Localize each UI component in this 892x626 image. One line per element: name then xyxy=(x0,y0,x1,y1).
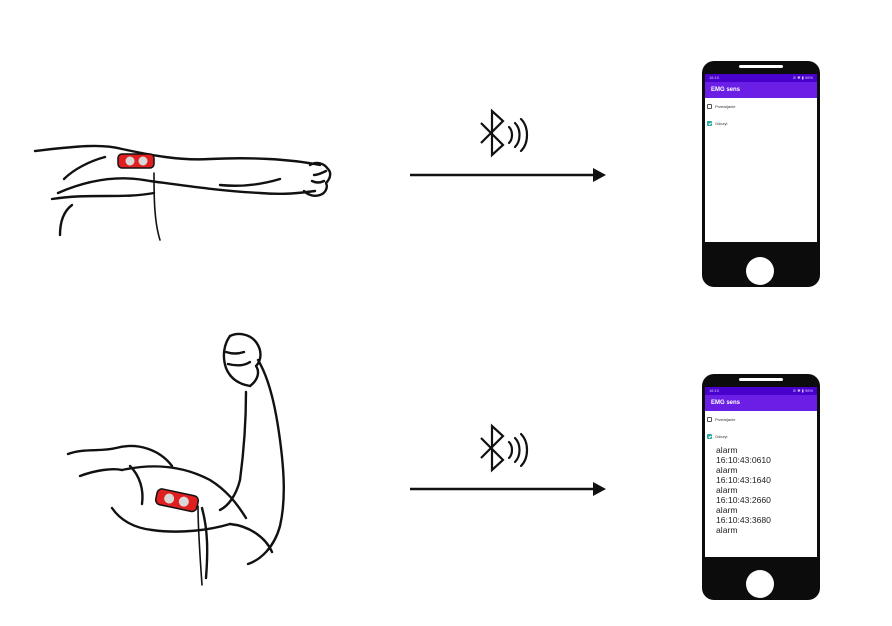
phone-screen: 16:10 ⊘ ✱ ▮ 96% EMG sens Przewijanie Odc… xyxy=(705,74,817,242)
status-bar: 16:10 ⊘ ✱ ▮ 96% xyxy=(705,387,817,395)
log-line: alarm xyxy=(716,445,738,455)
phone-speaker xyxy=(739,378,783,381)
status-icons: ⊘ ✱ ▮ 96% xyxy=(792,388,813,393)
log-line: alarm xyxy=(716,525,738,535)
checkbox-read[interactable] xyxy=(707,121,712,126)
status-time: 16:10 xyxy=(709,388,720,393)
transmission-bottom xyxy=(410,423,606,496)
phone-bottom: 16:10 ⊘ ✱ ▮ 96% EMG sens Przewijanie Odc… xyxy=(702,374,820,600)
checkbox-read[interactable] xyxy=(707,434,712,439)
checkbox-label: Przewijanie xyxy=(715,417,736,422)
checkbox-label: Odczyt xyxy=(715,434,728,439)
flexed-arm-illustration xyxy=(66,332,285,586)
phone-top: 16:10 ⊘ ✱ ▮ 96% EMG sens Przewijanie Odc… xyxy=(702,61,820,287)
log-line: 16:10:43:3680 xyxy=(716,515,771,525)
arrow-right xyxy=(410,168,606,182)
status-bar: 16:10 ⊘ ✱ ▮ 96% xyxy=(705,74,817,82)
bluetooth-icon xyxy=(480,108,505,158)
app-title: EMG sens xyxy=(705,82,817,98)
log-line: 16:10:43:2660 xyxy=(716,495,771,505)
log-line: alarm xyxy=(716,485,738,495)
status-icons: ⊘ ✱ ▮ 96% xyxy=(792,75,813,80)
phone-speaker xyxy=(739,65,783,68)
bluetooth-icon xyxy=(480,423,505,473)
arrow-right xyxy=(410,482,606,496)
alarm-log: alarm 16:10:43:0610 alarm 16:10:43:1640 … xyxy=(705,445,817,535)
checkbox-label: Przewijanie xyxy=(715,104,736,109)
log-line: alarm xyxy=(716,465,738,475)
checkbox-scroll[interactable] xyxy=(707,104,712,109)
log-line: 16:10:43:1640 xyxy=(716,475,771,485)
home-button[interactable] xyxy=(746,257,774,285)
signal-waves-icon xyxy=(507,117,529,153)
extended-arm-illustration xyxy=(33,144,332,241)
phone-screen: 16:10 ⊘ ✱ ▮ 96% EMG sens Przewijanie Odc… xyxy=(705,387,817,557)
emg-sensor-icon xyxy=(154,488,200,513)
transmission-top xyxy=(410,108,606,182)
signal-waves-icon xyxy=(507,432,529,468)
option-scroll[interactable]: Przewijanie xyxy=(705,102,817,111)
option-scroll[interactable]: Przewijanie xyxy=(705,415,817,424)
checkbox-label: Odczyt xyxy=(715,121,728,126)
option-read[interactable]: Odczyt xyxy=(705,119,817,128)
emg-sensor-icon xyxy=(117,153,155,169)
option-read[interactable]: Odczyt xyxy=(705,432,817,441)
app-title: EMG sens xyxy=(705,395,817,411)
checkbox-scroll[interactable] xyxy=(707,417,712,422)
home-button[interactable] xyxy=(746,570,774,598)
status-time: 16:10 xyxy=(709,75,720,80)
log-line: 16:10:43:0610 xyxy=(716,455,771,465)
log-line: alarm xyxy=(716,505,738,515)
